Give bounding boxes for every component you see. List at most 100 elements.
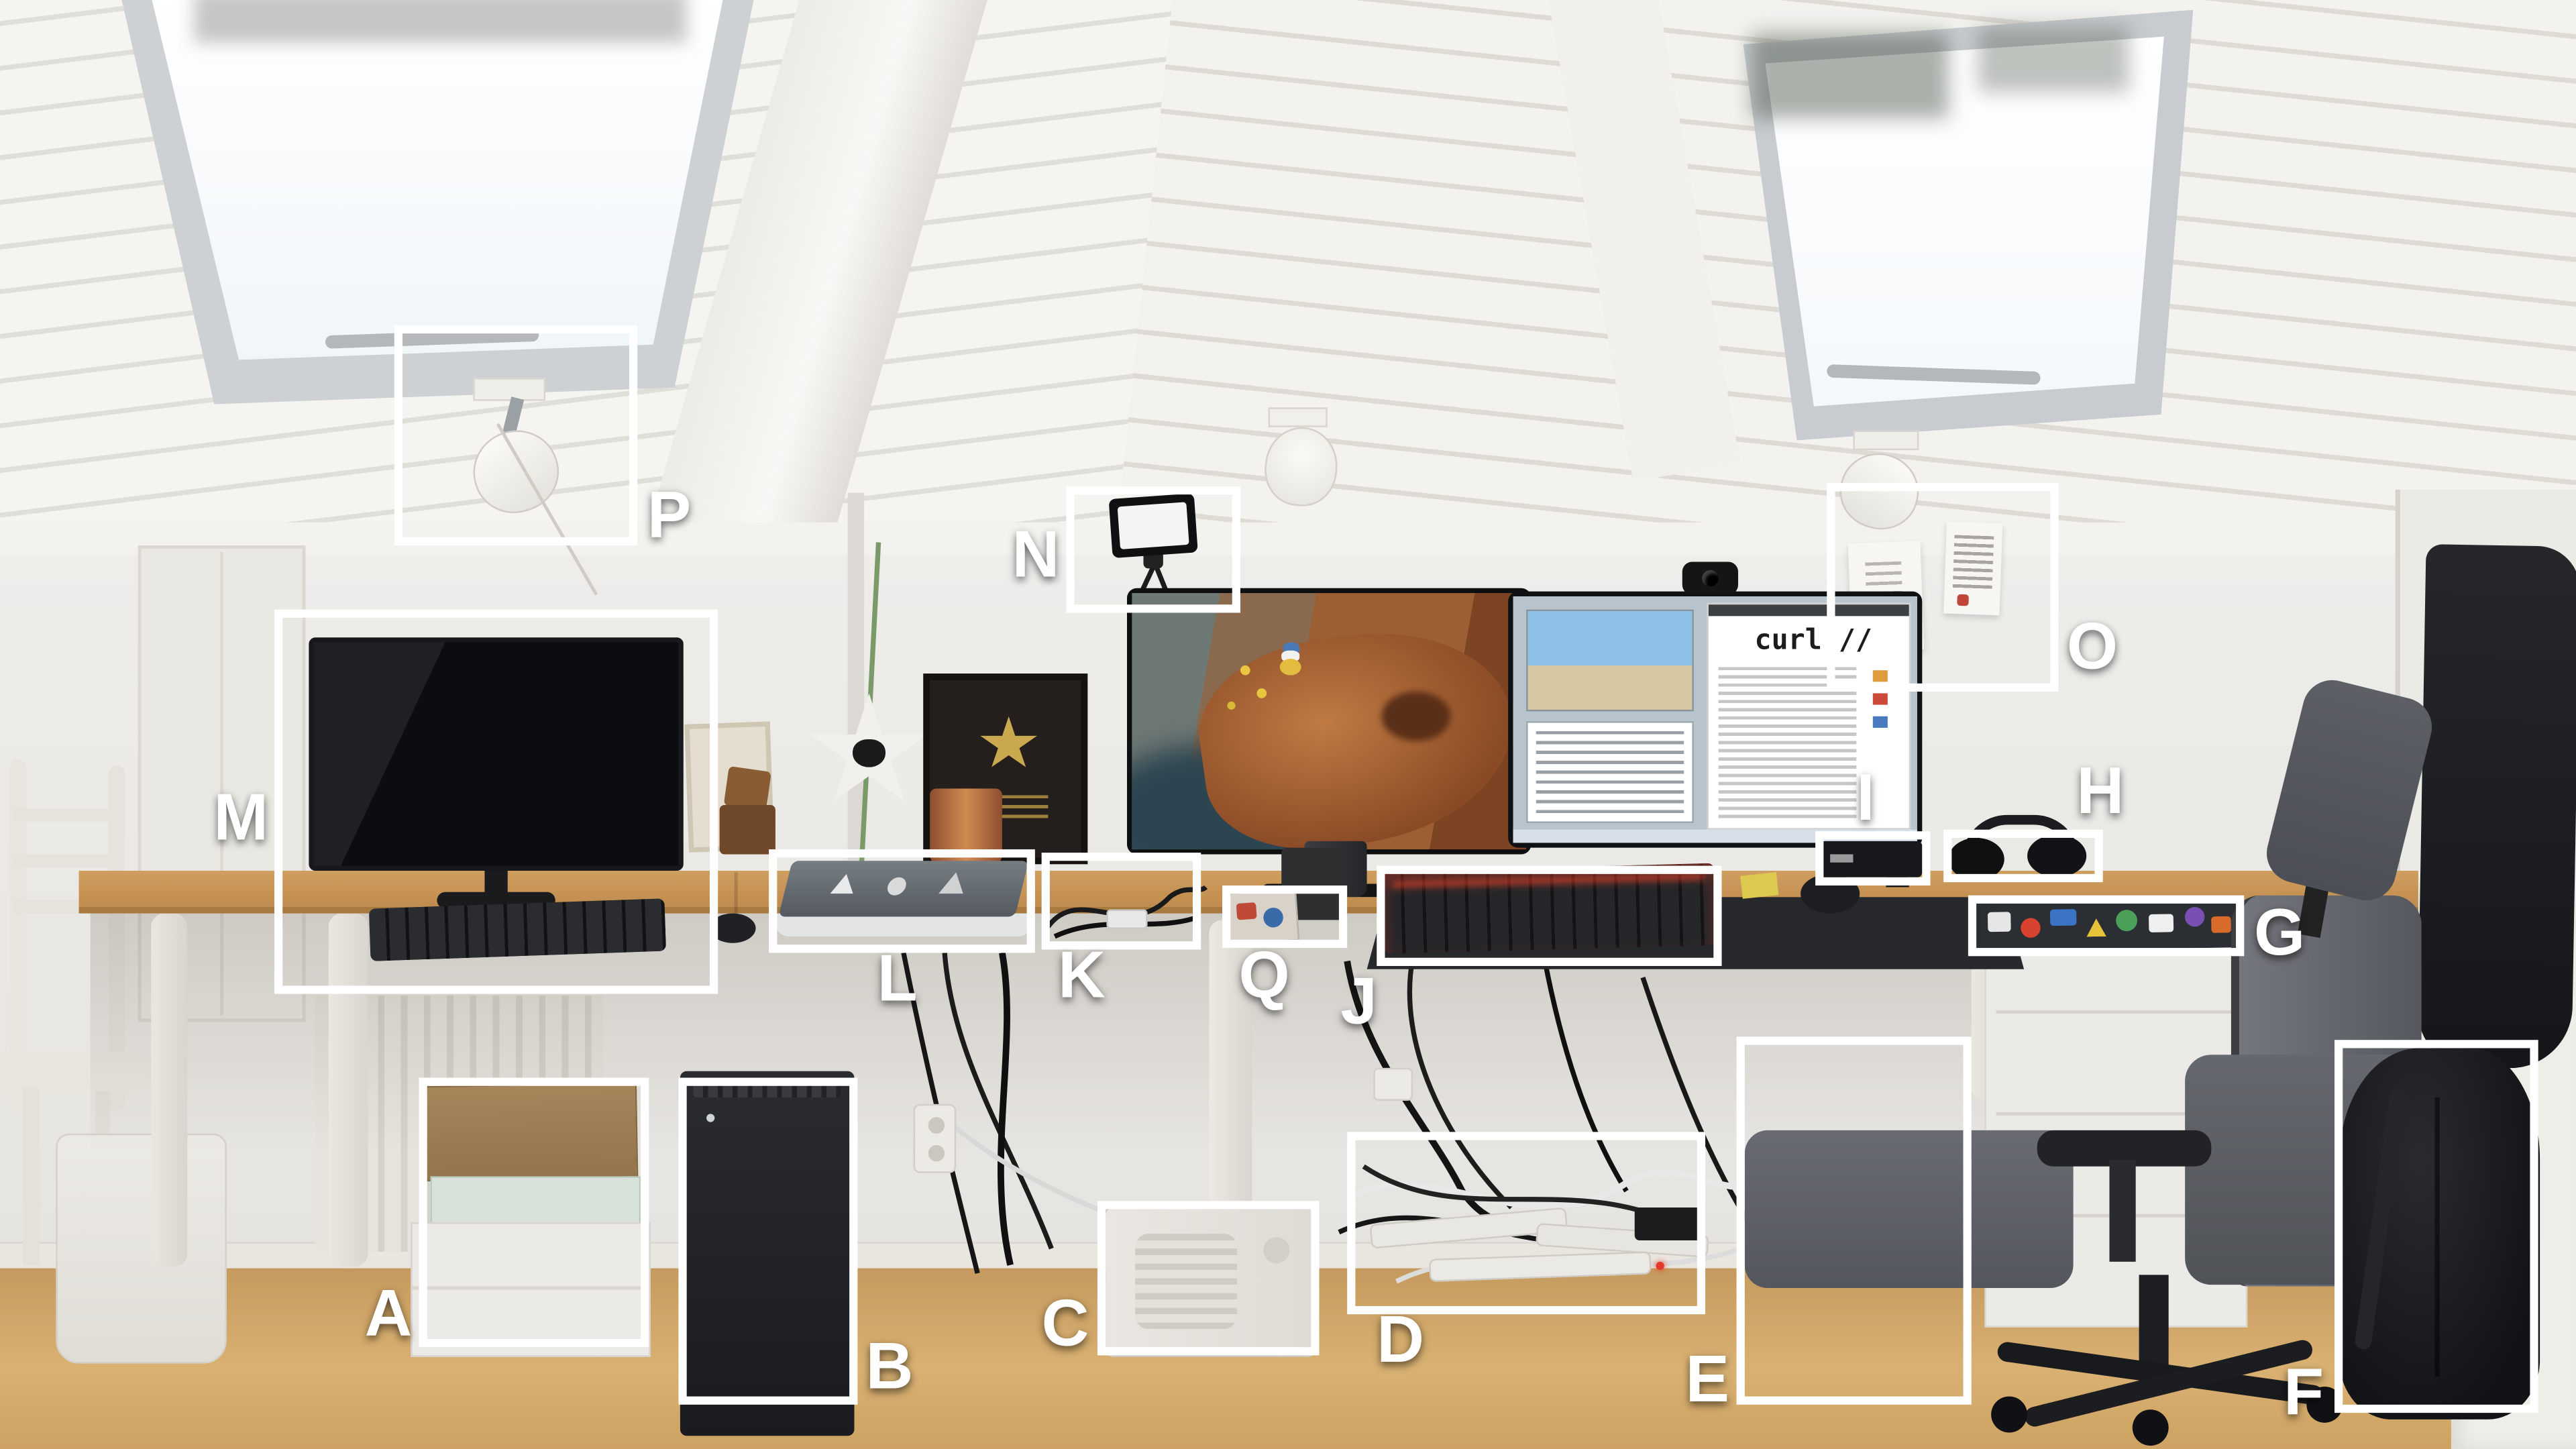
small-device bbox=[1820, 841, 1923, 877]
annotation-label-M: M bbox=[213, 782, 268, 855]
annotation-box-L bbox=[769, 849, 1035, 953]
annotation-box-M bbox=[274, 609, 718, 994]
wallpaper-bird-belly bbox=[1279, 659, 1301, 676]
annotation-box-J bbox=[1377, 865, 1722, 967]
drawer-line-1 bbox=[1996, 1010, 2237, 1014]
annotation-box-G bbox=[1968, 895, 2245, 957]
skylight-left-trees bbox=[193, 0, 687, 43]
curl-chip-3 bbox=[1872, 716, 1888, 728]
chair-wheel-1 bbox=[1991, 1396, 2028, 1433]
wall-socket-left bbox=[913, 1104, 957, 1173]
annotation-label-G: G bbox=[2254, 897, 2306, 969]
annotation-box-D bbox=[1347, 1132, 1706, 1315]
headphones bbox=[1948, 814, 2106, 884]
annotation-box-O bbox=[1827, 483, 2059, 692]
white-chair-leg-1 bbox=[23, 1087, 40, 1265]
heater-dial bbox=[1263, 1237, 1290, 1264]
spotlight-center-mount bbox=[1268, 407, 1328, 427]
annotation-box-B bbox=[678, 1077, 858, 1405]
desk-leg-1 bbox=[151, 913, 188, 1267]
wallpaper-flower-3 bbox=[1227, 701, 1236, 710]
monitor-left-reflection bbox=[313, 642, 679, 866]
console-text-lines bbox=[1536, 731, 1684, 814]
left-door-line bbox=[220, 551, 224, 1016]
curl-text-lines bbox=[1718, 667, 1857, 818]
white-chair-slat-1 bbox=[13, 808, 122, 822]
annotation-box-K bbox=[1041, 853, 1201, 950]
small-device-label bbox=[1830, 854, 1854, 863]
photo-window bbox=[1526, 609, 1694, 712]
annotation-label-I: I bbox=[1856, 762, 1875, 835]
monitor-right: curl:// bbox=[1508, 591, 1923, 848]
pc-power-led bbox=[706, 1114, 715, 1122]
annotation-box-Q bbox=[1222, 885, 1348, 949]
skylight-right-trees-2 bbox=[1978, 26, 2129, 93]
spotlight-left-mount bbox=[473, 378, 546, 401]
wallpaper-artwork bbox=[1132, 593, 1527, 850]
skylight-right bbox=[1679, 9, 2214, 441]
backpack bbox=[2339, 1048, 2540, 1419]
wallpaper-flower-1 bbox=[1240, 665, 1250, 676]
white-chair-seat bbox=[0, 1051, 148, 1095]
curl-chip-1 bbox=[1872, 670, 1888, 682]
annotation-box-H bbox=[1943, 829, 2103, 883]
annotation-label-F: F bbox=[2284, 1356, 2324, 1430]
annotation-box-E bbox=[1736, 1036, 1972, 1405]
chair-gas-lift bbox=[2139, 1275, 2169, 1374]
annotation-box-I bbox=[1815, 831, 1931, 886]
annotation-label-A: A bbox=[364, 1278, 413, 1351]
annotation-label-B: B bbox=[865, 1330, 914, 1403]
monitor-center bbox=[1127, 588, 1532, 855]
annotation-box-F bbox=[2334, 1040, 2538, 1413]
box-stack-bottom bbox=[411, 1222, 651, 1357]
annotation-label-P: P bbox=[647, 480, 692, 552]
wallpaper-bird-cap bbox=[1283, 642, 1300, 653]
socket-hole-1 bbox=[928, 1117, 945, 1134]
curl-navbar bbox=[1708, 604, 1909, 616]
monitor-right-desktop: curl:// bbox=[1513, 596, 1917, 843]
wooden-puzzle-bottom bbox=[719, 805, 775, 855]
annotation-label-J: J bbox=[1340, 966, 1377, 1038]
power-brick bbox=[1634, 1208, 1704, 1240]
annotation-label-E: E bbox=[1685, 1344, 1730, 1417]
annotation-label-K: K bbox=[1058, 939, 1106, 1012]
wallpaper-head-shadow bbox=[1381, 692, 1451, 741]
curl-chip-2 bbox=[1872, 693, 1888, 705]
white-storage-bin bbox=[56, 1133, 227, 1364]
backpack-seam bbox=[2434, 1097, 2440, 1377]
wall-socket-center bbox=[1373, 1067, 1413, 1101]
heater-grille bbox=[1135, 1234, 1238, 1330]
skylight-right-glass bbox=[1765, 36, 2164, 407]
wallpaper-flower-2 bbox=[1256, 688, 1267, 698]
headphones-cup-left bbox=[1948, 837, 2004, 881]
white-chair-slat-2 bbox=[13, 854, 122, 868]
annotation-label-O: O bbox=[2066, 611, 2118, 684]
webcam bbox=[1682, 561, 1739, 595]
chair-wheel-2 bbox=[2132, 1409, 2169, 1446]
webcam-lens bbox=[1702, 570, 1719, 587]
github-octocat-silhouette bbox=[853, 739, 886, 767]
wooden-puzzle bbox=[719, 765, 775, 855]
console-window bbox=[1526, 721, 1694, 823]
skylight-left-glass bbox=[149, 0, 724, 360]
skylight-right-trees bbox=[1751, 32, 1949, 119]
annotation-label-D: D bbox=[1377, 1304, 1424, 1377]
pc-tower bbox=[680, 1071, 855, 1436]
curl-page: curl:// bbox=[1707, 602, 1911, 830]
drawer-line-2 bbox=[1996, 1112, 2237, 1116]
headphones-cup-right bbox=[2027, 835, 2087, 877]
annotation-box-P bbox=[394, 325, 638, 546]
annotation-label-C: C bbox=[1041, 1288, 1089, 1360]
annotation-box-A bbox=[419, 1077, 649, 1348]
chair-seat bbox=[1744, 1130, 2074, 1289]
annotation-label-Q: Q bbox=[1238, 939, 1290, 1012]
laptop-closed-base bbox=[775, 913, 1032, 936]
chair-armrest-post bbox=[2109, 1159, 2136, 1262]
annotation-box-N bbox=[1066, 486, 1240, 613]
skylight-left bbox=[79, 0, 756, 405]
socket-hole-2 bbox=[928, 1144, 945, 1162]
annotation-label-L: L bbox=[877, 943, 918, 1016]
power-led-red bbox=[1656, 1261, 1664, 1271]
